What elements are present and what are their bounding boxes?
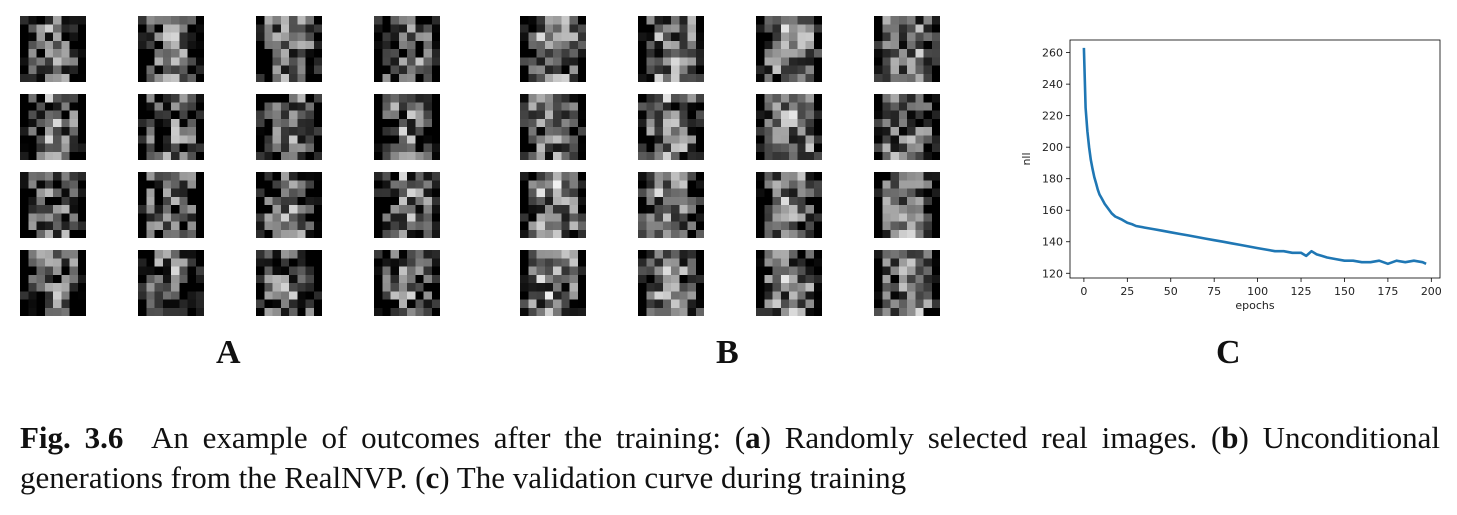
- panel-label-c: C: [1216, 334, 1241, 371]
- digit-thumbnail: [138, 16, 204, 82]
- digit-thumbnail: [138, 172, 204, 238]
- real-images-grid: [20, 16, 460, 316]
- validation-nll-line: [1082, 47, 1427, 266]
- digit-thumbnail: [20, 16, 86, 82]
- caption-text-1: An example of outcomes after the trainin…: [150, 420, 746, 455]
- caption-ref-b: b: [1221, 420, 1239, 455]
- digit-thumbnail: [756, 94, 822, 160]
- digit-thumbnail: [256, 94, 322, 160]
- digit-thumbnail: [374, 250, 440, 316]
- caption-text-3: ) Unconditional generations from the Rea…: [20, 420, 1440, 495]
- x-tick-label: 175: [1377, 285, 1398, 298]
- plot-frame: [1069, 39, 1441, 279]
- y-tick-label: 140: [1042, 236, 1063, 249]
- y-tick-label: 160: [1042, 204, 1063, 217]
- figure-number: Fig. 3.6: [20, 420, 124, 455]
- digit-thumbnail: [138, 94, 204, 160]
- digit-thumbnail: [638, 250, 704, 316]
- digit-thumbnail: [756, 172, 822, 238]
- digit-thumbnail: [374, 172, 440, 238]
- digit-thumbnail: [138, 250, 204, 316]
- x-tick-label: 0: [1080, 285, 1087, 298]
- x-tick-label: 50: [1164, 285, 1178, 298]
- digit-thumbnail: [374, 16, 440, 82]
- y-tick-label: 200: [1042, 141, 1063, 154]
- digit-thumbnail: [520, 16, 586, 82]
- digit-thumbnail: [756, 250, 822, 316]
- validation-curve-chart: 0 25 50 75 100 125 150 175 200 120 140 160 180 200 220…: [1020, 39, 1442, 312]
- digit-thumbnail: [638, 16, 704, 82]
- y-tick-label: 120: [1042, 267, 1063, 280]
- digit-thumbnail: [256, 250, 322, 316]
- digit-thumbnail: [256, 16, 322, 82]
- caption-text-2: ) Randomly selected real images. (: [760, 420, 1222, 455]
- panel-label-a: A: [216, 334, 241, 371]
- y-axis-label: nll: [1020, 152, 1033, 165]
- digit-thumbnail: [874, 94, 940, 160]
- y-tick-label: 240: [1042, 78, 1063, 91]
- x-axis-label: epochs: [1235, 299, 1274, 312]
- digit-thumbnail: [256, 172, 322, 238]
- caption-text-4: ) The validation curve during training: [439, 460, 907, 495]
- generated-images-grid: [520, 16, 960, 316]
- x-tick-label: 100: [1247, 285, 1268, 298]
- digit-thumbnail: [874, 172, 940, 238]
- y-tick-label: 260: [1042, 47, 1063, 60]
- digit-thumbnail: [638, 172, 704, 238]
- y-tick-label: 220: [1042, 110, 1063, 123]
- x-tick-label: 25: [1120, 285, 1134, 298]
- panel-label-b: B: [716, 334, 739, 371]
- x-tick-label: 150: [1334, 285, 1355, 298]
- caption-ref-c: c: [425, 460, 440, 495]
- digit-thumbnail: [874, 16, 940, 82]
- caption-ref-a: a: [745, 420, 761, 455]
- digit-thumbnail: [520, 94, 586, 160]
- digit-thumbnail: [638, 94, 704, 160]
- digit-thumbnail: [20, 94, 86, 160]
- digit-thumbnail: [874, 250, 940, 316]
- y-tick-label: 180: [1042, 173, 1063, 186]
- x-tick-label: 75: [1207, 285, 1221, 298]
- figure-caption: Fig. 3.6 An example of outcomes after th…: [20, 418, 1440, 498]
- x-tick-label: 200: [1421, 285, 1442, 298]
- digit-thumbnail: [520, 250, 586, 316]
- x-tick-label: 125: [1291, 285, 1312, 298]
- digit-thumbnail: [520, 172, 586, 238]
- digit-thumbnail: [20, 250, 86, 316]
- digit-thumbnail: [374, 94, 440, 160]
- digit-thumbnail: [756, 16, 822, 82]
- digit-thumbnail: [20, 172, 86, 238]
